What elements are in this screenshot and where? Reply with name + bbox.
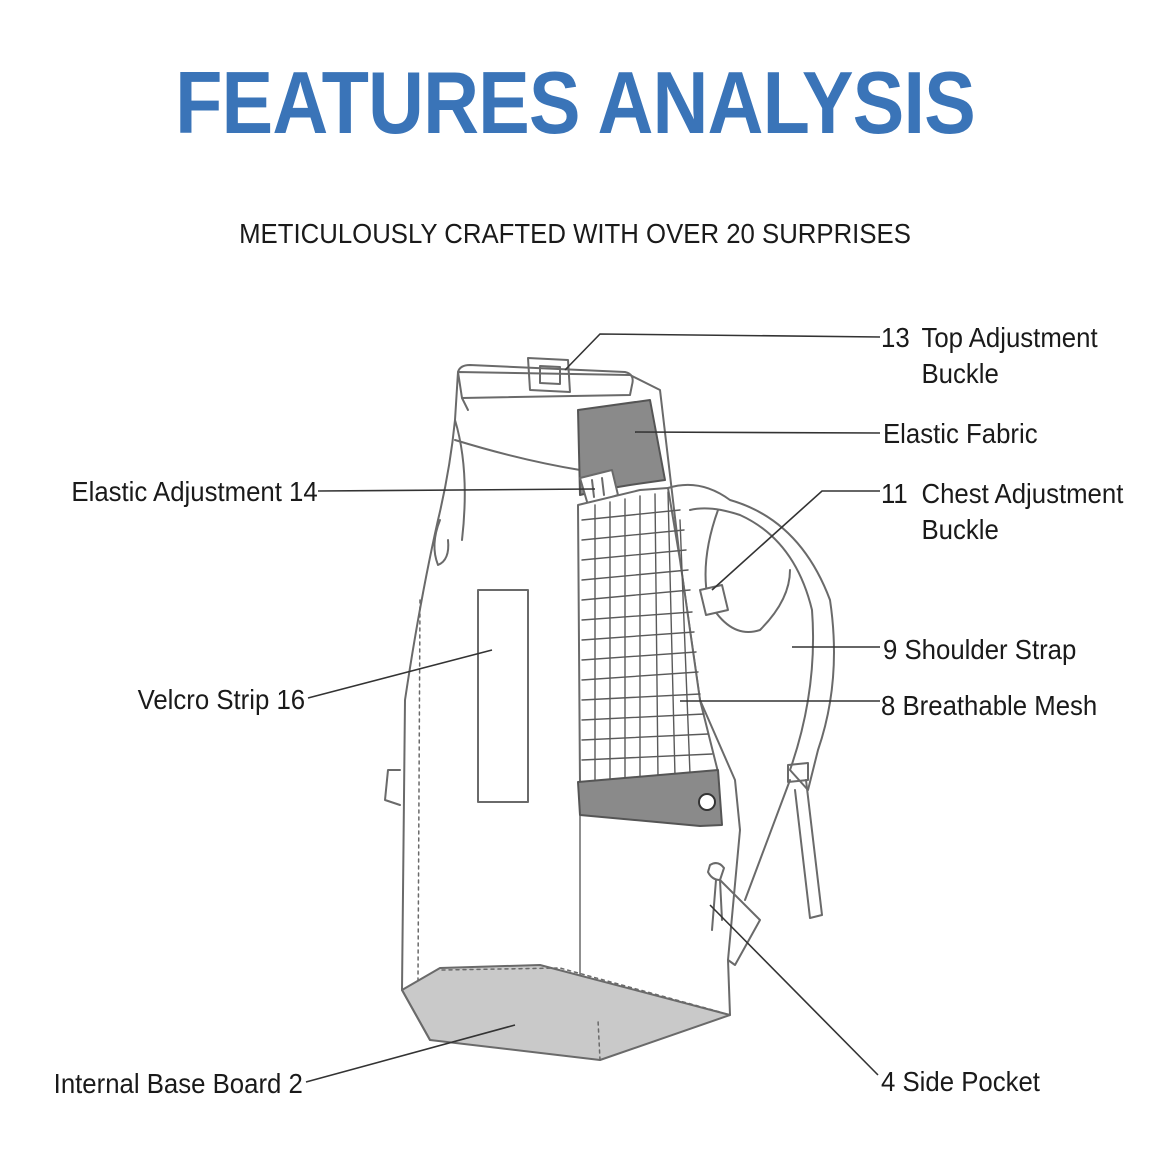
label-elastic-adjustment: Elastic Adjustment 14 — [71, 476, 318, 507]
side-pocket — [719, 879, 761, 966]
label-velcro-strip: Velcro Strip 16 — [137, 684, 305, 715]
breathable-mesh — [577, 487, 719, 786]
top-roll — [457, 364, 634, 399]
leader-elastic-adjustment — [317, 488, 596, 492]
page-title: FEATURES ANALYSIS — [175, 53, 976, 152]
leader-elastic-fabric — [634, 431, 881, 434]
lower-elastic-band — [577, 769, 723, 827]
label-line1: Chest Adjustment — [921, 478, 1124, 509]
label-shoulder-strap: 9 Shoulder Strap — [883, 634, 1077, 665]
grommet-icon — [698, 793, 716, 811]
label-number: 11 — [881, 478, 908, 509]
label-side-pocket: 4 Side Pocket — [881, 1066, 1040, 1097]
label-line2: Buckle — [921, 514, 999, 545]
label-line2: Buckle — [921, 358, 999, 389]
leader-top-buckle — [564, 333, 881, 371]
velcro-strip — [477, 589, 529, 803]
leader-chest-buckle — [711, 490, 880, 591]
label-top-adjustment-buckle: 13 Top Adjustment Buckle — [881, 320, 1098, 392]
shoulder-strap — [667, 483, 835, 791]
label-number: 13 — [881, 322, 910, 353]
label-line1: Top Adjustment — [921, 322, 1098, 353]
top-buckle-icon — [527, 357, 571, 393]
chest-buckle-icon — [699, 584, 729, 616]
elastic-fabric-panel — [577, 399, 666, 496]
leader-velcro-strip — [307, 649, 493, 699]
label-breathable-mesh: 8 Breathable Mesh — [881, 690, 1098, 721]
backpack-body — [401, 371, 741, 1016]
page-subtitle: METICULOUSLY CRAFTED WITH OVER 20 SURPRI… — [239, 218, 911, 249]
leader-internal-base-board — [305, 1024, 516, 1083]
leader-side-pocket — [709, 904, 879, 1076]
label-elastic-fabric: Elastic Fabric — [883, 418, 1038, 449]
internal-base-board — [401, 964, 731, 1061]
label-chest-adjustment-buckle: 11 Chest Adjustment Buckle — [881, 476, 1123, 548]
label-internal-base-board: Internal Base Board 2 — [53, 1068, 303, 1099]
